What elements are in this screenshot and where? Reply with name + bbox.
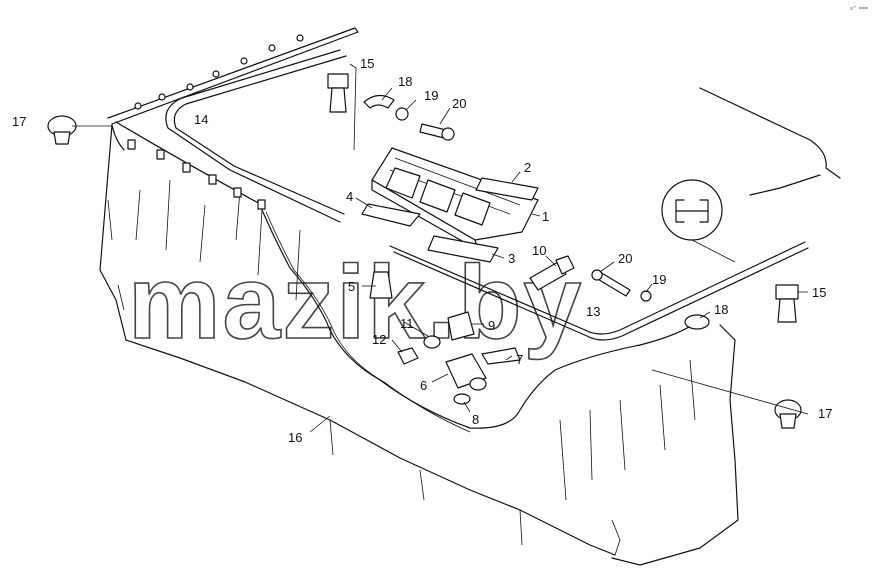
bracket-part-9 xyxy=(447,311,475,341)
grommet-part-18-right xyxy=(684,314,710,330)
clip-part-5 xyxy=(369,271,393,299)
retainer-part-15-right xyxy=(775,284,799,323)
vent-cover xyxy=(475,177,539,201)
callout-7: 7 xyxy=(516,352,523,367)
ring-part-18-top xyxy=(363,94,395,109)
callout-14: 14 xyxy=(194,112,208,127)
leader-lines xyxy=(72,63,809,433)
callout-6: 6 xyxy=(420,378,427,393)
bolt-part-20-right xyxy=(591,269,631,297)
callout-18-right: 18 xyxy=(714,302,728,317)
callout-10: 10 xyxy=(532,243,546,258)
bracket-left xyxy=(361,203,421,227)
callout-20-right: 20 xyxy=(618,251,632,266)
callout-3: 3 xyxy=(508,251,515,266)
callout-1: 1 xyxy=(542,209,549,224)
clip-part-17-right xyxy=(774,399,802,429)
cap-part-8 xyxy=(453,393,471,405)
bracket-right xyxy=(427,235,499,263)
roof-edge xyxy=(107,27,359,125)
callout-12: 12 xyxy=(372,332,386,347)
motor-part-6 xyxy=(445,353,487,391)
callout-4: 4 xyxy=(346,189,353,204)
callout-13: 13 xyxy=(586,304,600,319)
seal-strip xyxy=(165,49,347,223)
clip-row xyxy=(115,121,266,210)
bolt-part-10 xyxy=(529,255,575,291)
wiring-tube xyxy=(261,209,701,429)
callout-16: 16 xyxy=(288,430,302,445)
callout-5: 5 xyxy=(348,279,355,294)
callout-2: 2 xyxy=(524,160,531,175)
callout-9: 9 xyxy=(488,318,495,333)
retainer-part-15-top xyxy=(327,73,349,113)
callout-19-right: 19 xyxy=(652,272,666,287)
left-cab-panel xyxy=(99,124,616,556)
screw-part-20-top xyxy=(419,123,455,141)
clip-part-7 xyxy=(481,347,521,365)
nut-part-12 xyxy=(397,347,419,365)
callout-17-left: 17 xyxy=(12,114,26,129)
callout-18-top: 18 xyxy=(398,74,412,89)
callout-11: 11 xyxy=(400,316,414,331)
detail-cross-section xyxy=(661,179,723,241)
washer-part-11 xyxy=(423,335,441,349)
watermark: mazik.by xyxy=(128,245,583,361)
trim-strip xyxy=(389,241,809,341)
washer-part-19-top xyxy=(395,107,409,121)
callout-labels: 17 15 18 19 20 14 2 1 4 3 5 10 20 19 18 … xyxy=(12,56,832,445)
washer-part-19-right xyxy=(640,290,652,302)
clip-part-17-left xyxy=(47,115,77,145)
corner-mark: s^ === xyxy=(850,6,868,12)
right-cab-panel xyxy=(559,87,841,566)
callout-19-top: 19 xyxy=(424,88,438,103)
callout-15-right: 15 xyxy=(812,285,826,300)
callout-15-top: 15 xyxy=(360,56,374,71)
callout-8: 8 xyxy=(472,412,479,427)
vent-housing xyxy=(371,147,539,251)
callout-20-top: 20 xyxy=(452,96,466,111)
callout-17-right: 17 xyxy=(818,406,832,421)
